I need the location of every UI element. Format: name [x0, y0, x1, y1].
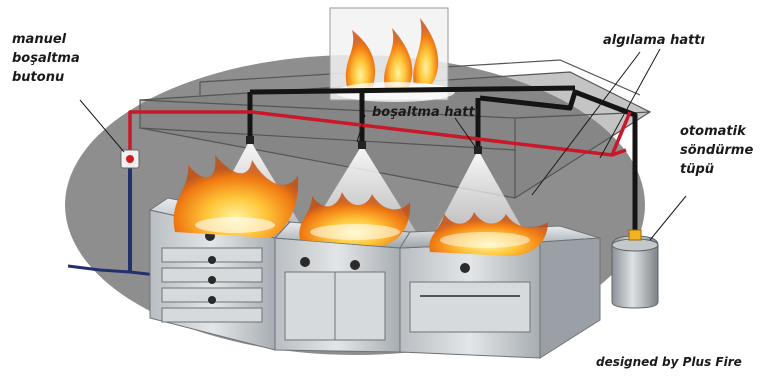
auto-cylinder-label: otomatik söndürme tüpü: [680, 122, 753, 179]
auto-label-line-2: söndürme: [680, 141, 753, 160]
manual-release-button-icon: [121, 150, 139, 168]
credit-text: designed by Plus Fire: [596, 353, 742, 372]
manual-label-line-1: manuel: [12, 30, 80, 49]
discharge-line-text: boşaltma hattı: [372, 103, 479, 122]
manual-label-line-3: butonu: [12, 68, 80, 87]
extinguisher-cylinder-icon: [612, 230, 658, 308]
manual-label-line-2: boşaltma: [12, 49, 80, 68]
detection-line-text: algılama hattı: [603, 31, 705, 50]
designer-credit: designed by Plus Fire: [596, 353, 742, 372]
auto-label-line-1: otomatik: [680, 122, 753, 141]
manual-release-button-label: manuel boşaltma butonu: [12, 30, 80, 87]
auto-label-line-3: tüpü: [680, 160, 753, 179]
discharge-line-label: boşaltma hattı: [372, 103, 479, 122]
detection-line-label: algılama hattı: [603, 31, 705, 50]
